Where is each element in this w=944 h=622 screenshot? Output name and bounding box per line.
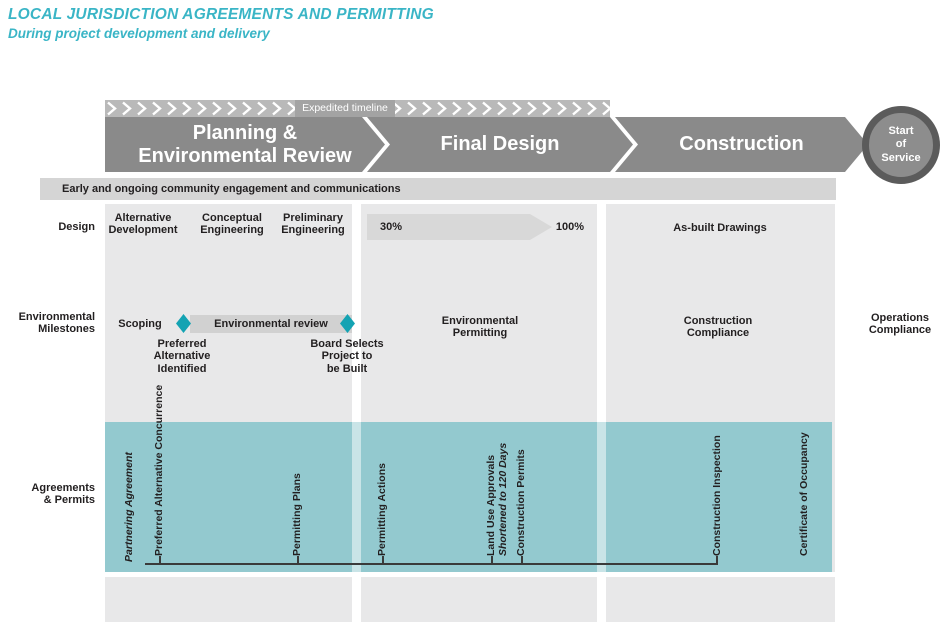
design-item-as-built-drawings: As-built Drawings [673, 222, 767, 234]
agreements-permits-band [105, 422, 832, 572]
agreement-land-use-approvals-line1: Land Use Approvals [485, 454, 497, 556]
row-label-design: Design [58, 221, 95, 233]
agreement-construction-inspection: Construction Inspection [711, 435, 723, 556]
agreement-partnering-agreement: Partnering Agreement [123, 452, 135, 562]
tick-construction-inspection [716, 556, 718, 564]
page-subtitle: During project development and delivery [8, 26, 270, 41]
design-progress-arrow: 30% [367, 214, 552, 240]
milestone-construction-compliance: Construction Compliance [683, 315, 753, 340]
tick-land-use-approvals [491, 556, 493, 564]
community-engagement-band: Early and ongoing community engagement a… [40, 178, 836, 200]
row-label-agreements-permits: Agreements & Permits [31, 482, 95, 507]
agreement-land-use-approvals: Land Use Approvals Shortened to 120 Days [485, 442, 509, 556]
milestone-diamond-icon [176, 314, 191, 333]
milestone-environmental-permitting: Environmental Permitting [441, 315, 519, 340]
agreement-permitting-plans: Permitting Plans [291, 473, 303, 556]
tick-preferred-alternative-concurrence [159, 556, 161, 564]
design-progress-end-label: 100% [555, 221, 585, 233]
row-label-environmental-milestones: Environmental Milestones [18, 311, 95, 336]
phase-construction: Construction [615, 117, 868, 172]
column-gap-overlay [352, 422, 361, 572]
environmental-review-bar: Environmental review [190, 315, 352, 333]
band-divider [105, 572, 835, 577]
column-gap-overlay [597, 422, 606, 572]
milestone-operations-compliance: Operations Compliance [868, 312, 932, 337]
milestone-diamond-icon [340, 314, 355, 333]
design-item-conceptual-engineering: Conceptual Engineering [200, 212, 264, 237]
tick-permitting-plans [297, 556, 299, 564]
page-title: LOCAL JURISDICTION AGREEMENTS AND PERMIT… [8, 6, 434, 23]
milestone-preferred-alternative: Preferred Alternative Identified [153, 338, 211, 375]
start-of-service-badge: Start of Service [862, 106, 940, 184]
agreements-timeline-line [145, 563, 718, 565]
agreement-certificate-of-occupancy: Certificate of Occupancy [798, 432, 810, 556]
agreement-construction-permits: Construction Permits [515, 449, 527, 556]
tick-construction-permits [521, 556, 523, 564]
milestone-board-selects: Board Selects Project to be Built [310, 338, 384, 375]
agreement-preferred-alternative-concurrence: Preferred Alternative Concurrence [153, 384, 165, 556]
design-item-alternative-development: Alternative Development [108, 212, 178, 237]
design-item-preliminary-engineering: Preliminary Engineering [281, 212, 345, 237]
phase-planning-environmental-review: Planning & Environmental Review [105, 117, 385, 172]
expedited-timeline-band: Expedited timeline [105, 100, 610, 117]
milestone-scoping: Scoping [118, 318, 162, 330]
agreement-land-use-approvals-line2: Shortened to 120 Days [496, 442, 509, 556]
agreement-permitting-actions: Permitting Actions [376, 463, 388, 556]
phase-final-design: Final Design [367, 117, 633, 172]
tick-permitting-actions [382, 556, 384, 564]
expedited-timeline-label: Expedited timeline [295, 100, 395, 117]
